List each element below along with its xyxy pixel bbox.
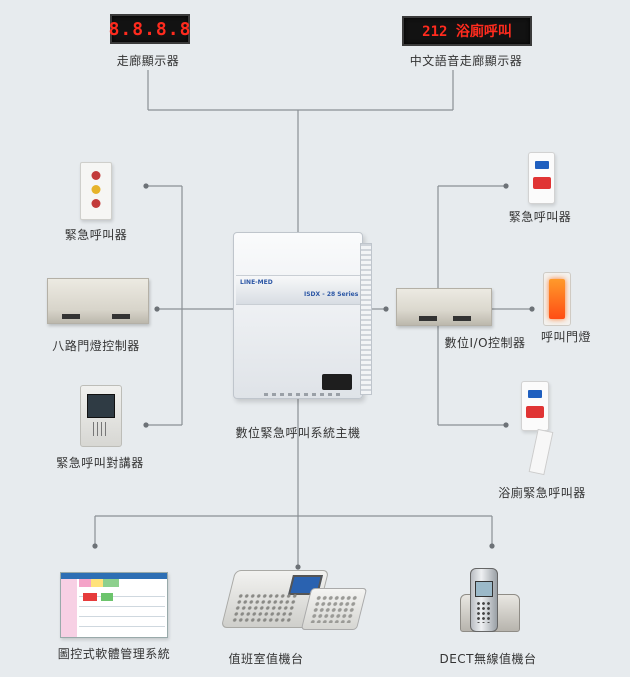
digital-io-controller-image: [396, 288, 492, 326]
main-unit-image: LINE-MED ISDX - 28 Series: [233, 232, 372, 399]
chinese-display-label: 中文語音走廊顯示器: [409, 54, 523, 68]
door-lamp-image: [543, 272, 571, 326]
emergency-call-button-image: [80, 162, 112, 220]
eight-door-light-controller-image: [47, 278, 149, 324]
dect-handset-image: [470, 568, 498, 632]
right-call-button-image: [528, 152, 555, 204]
front-band: [236, 275, 360, 305]
main-unit-label: 數位緊急呼叫系統主機: [235, 426, 361, 440]
left-device-label-2: 八路門燈控制器: [52, 339, 140, 353]
bottom-device-label-2: 值班室值機台: [228, 652, 304, 666]
left-device-label-3: 緊急呼叫對講器: [56, 456, 144, 470]
software-screen-image: [60, 572, 168, 638]
left-device-label-1: 緊急呼叫器: [64, 228, 128, 242]
control-panel: [322, 374, 352, 390]
brand-text: LINE-MED: [240, 279, 273, 286]
model-text: ISDX - 28 Series: [304, 291, 359, 298]
bottom-device-label-3: DECT無線值機台: [439, 652, 537, 666]
right-device-label-3: 呼叫門燈: [540, 330, 592, 344]
vent-grille: [360, 243, 372, 395]
right-device-label-2: 數位I/O控制器: [444, 336, 526, 350]
slots: [264, 393, 344, 396]
bathroom-call-button-image: [521, 381, 549, 431]
chinese-led-text: 212 浴廁呼叫: [422, 24, 512, 40]
chinese-led-display: 212 浴廁呼叫: [402, 16, 532, 46]
bottom-device-label-1: 圖控式軟體管理系統: [57, 647, 171, 661]
intercom-image: [80, 385, 122, 447]
corridor-led-display: 8.8.8.8: [108, 14, 192, 44]
right-device-label-4: 浴廁緊急呼叫器: [498, 486, 586, 500]
corridor-led-text: 8.8.8.8: [108, 18, 192, 40]
corridor-display-label: 走廊顯示器: [116, 54, 180, 68]
expansion-console-image: [300, 588, 368, 630]
right-device-label-1: 緊急呼叫器: [508, 210, 572, 224]
